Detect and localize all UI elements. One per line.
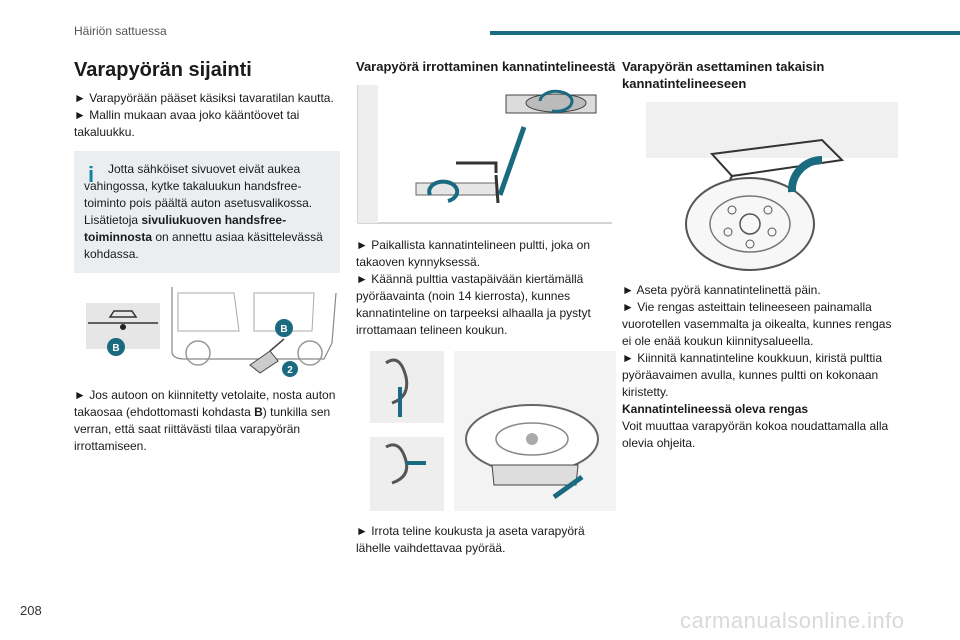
- paragraph-towbar: ► Jos autoon on kiinnitetty vetolaite, n…: [74, 388, 336, 453]
- subheading-tyre-in-cradle: Kannatintelineessä oleva rengas: [622, 402, 809, 416]
- column-refitting-spare: Varapyörän asettaminen takaisin kannatin…: [622, 58, 900, 452]
- section-title-removing: Varapyörä irrottaminen kannatintelineest…: [356, 59, 616, 74]
- svg-text:B: B: [112, 343, 119, 354]
- paragraph-tighten: ► Kiinnitä kannatinteline koukkuun, kiri…: [622, 351, 883, 399]
- section-header: Häiriön sattuessa: [74, 24, 167, 38]
- paragraph-turn-bolt: ► Käännä pulttia vastapäivään kiertämäll…: [356, 272, 591, 337]
- paragraph-access: ► Varapyörään pääset käsiksi tavaratilan…: [74, 91, 334, 105]
- note-more: Lisätietoja sivuliukuoven handsfree-toim…: [84, 213, 323, 261]
- figure-hook: [356, 347, 618, 515]
- info-note: i Jotta sähköiset sivuovet eivät aukea v…: [74, 151, 340, 273]
- header-accent-bar: [490, 31, 960, 35]
- paragraph-insert-wheel: ► Vie rengas asteittain telineeseen pain…: [622, 300, 892, 348]
- figure-jack-point: B B 2: [74, 283, 340, 379]
- page-number: 208: [20, 603, 42, 618]
- note-text: Jotta sähköiset sivuovet eivät aukea vah…: [84, 162, 313, 210]
- hook-illustration: [370, 351, 616, 511]
- bolt-illustration: [357, 85, 612, 224]
- paragraph-open: ► Mallin mukaan avaa joko kääntöovet tai…: [74, 108, 300, 139]
- svg-text:2: 2: [287, 365, 293, 376]
- jack-illustration: B B 2: [86, 287, 337, 377]
- cradle-illustration: [646, 102, 900, 271]
- paragraph-resize: Voit muuttaa varapyörän kokoa noudattama…: [622, 419, 889, 450]
- figure-bolt: [356, 83, 618, 231]
- figure-cradle: [622, 100, 900, 276]
- paragraph-locate-bolt: ► Paikallista kannatintelineen pultti, j…: [356, 238, 591, 269]
- paragraph-position-wheel: ► Aseta pyörä kannatintelinettä päin.: [622, 283, 821, 297]
- section-title-refitting: Varapyörän asettaminen takaisin kannatin…: [622, 59, 825, 91]
- svg-text:B: B: [280, 324, 287, 335]
- column-spare-wheel-location: Varapyörän sijainti ► Varapyörään pääset…: [74, 58, 340, 455]
- watermark: carmanualsonline.info: [680, 608, 905, 633]
- paragraph-detach: ► Irrota teline koukusta ja aseta varapy…: [356, 524, 585, 555]
- info-icon: i: [88, 162, 95, 187]
- section-title-location: Varapyörän sijainti: [74, 59, 252, 81]
- note-bold-reference: sivuliukuoven handsfree-toiminnosta: [84, 213, 287, 244]
- column-removing-spare: Varapyörä irrottaminen kannatintelineest…: [356, 58, 618, 557]
